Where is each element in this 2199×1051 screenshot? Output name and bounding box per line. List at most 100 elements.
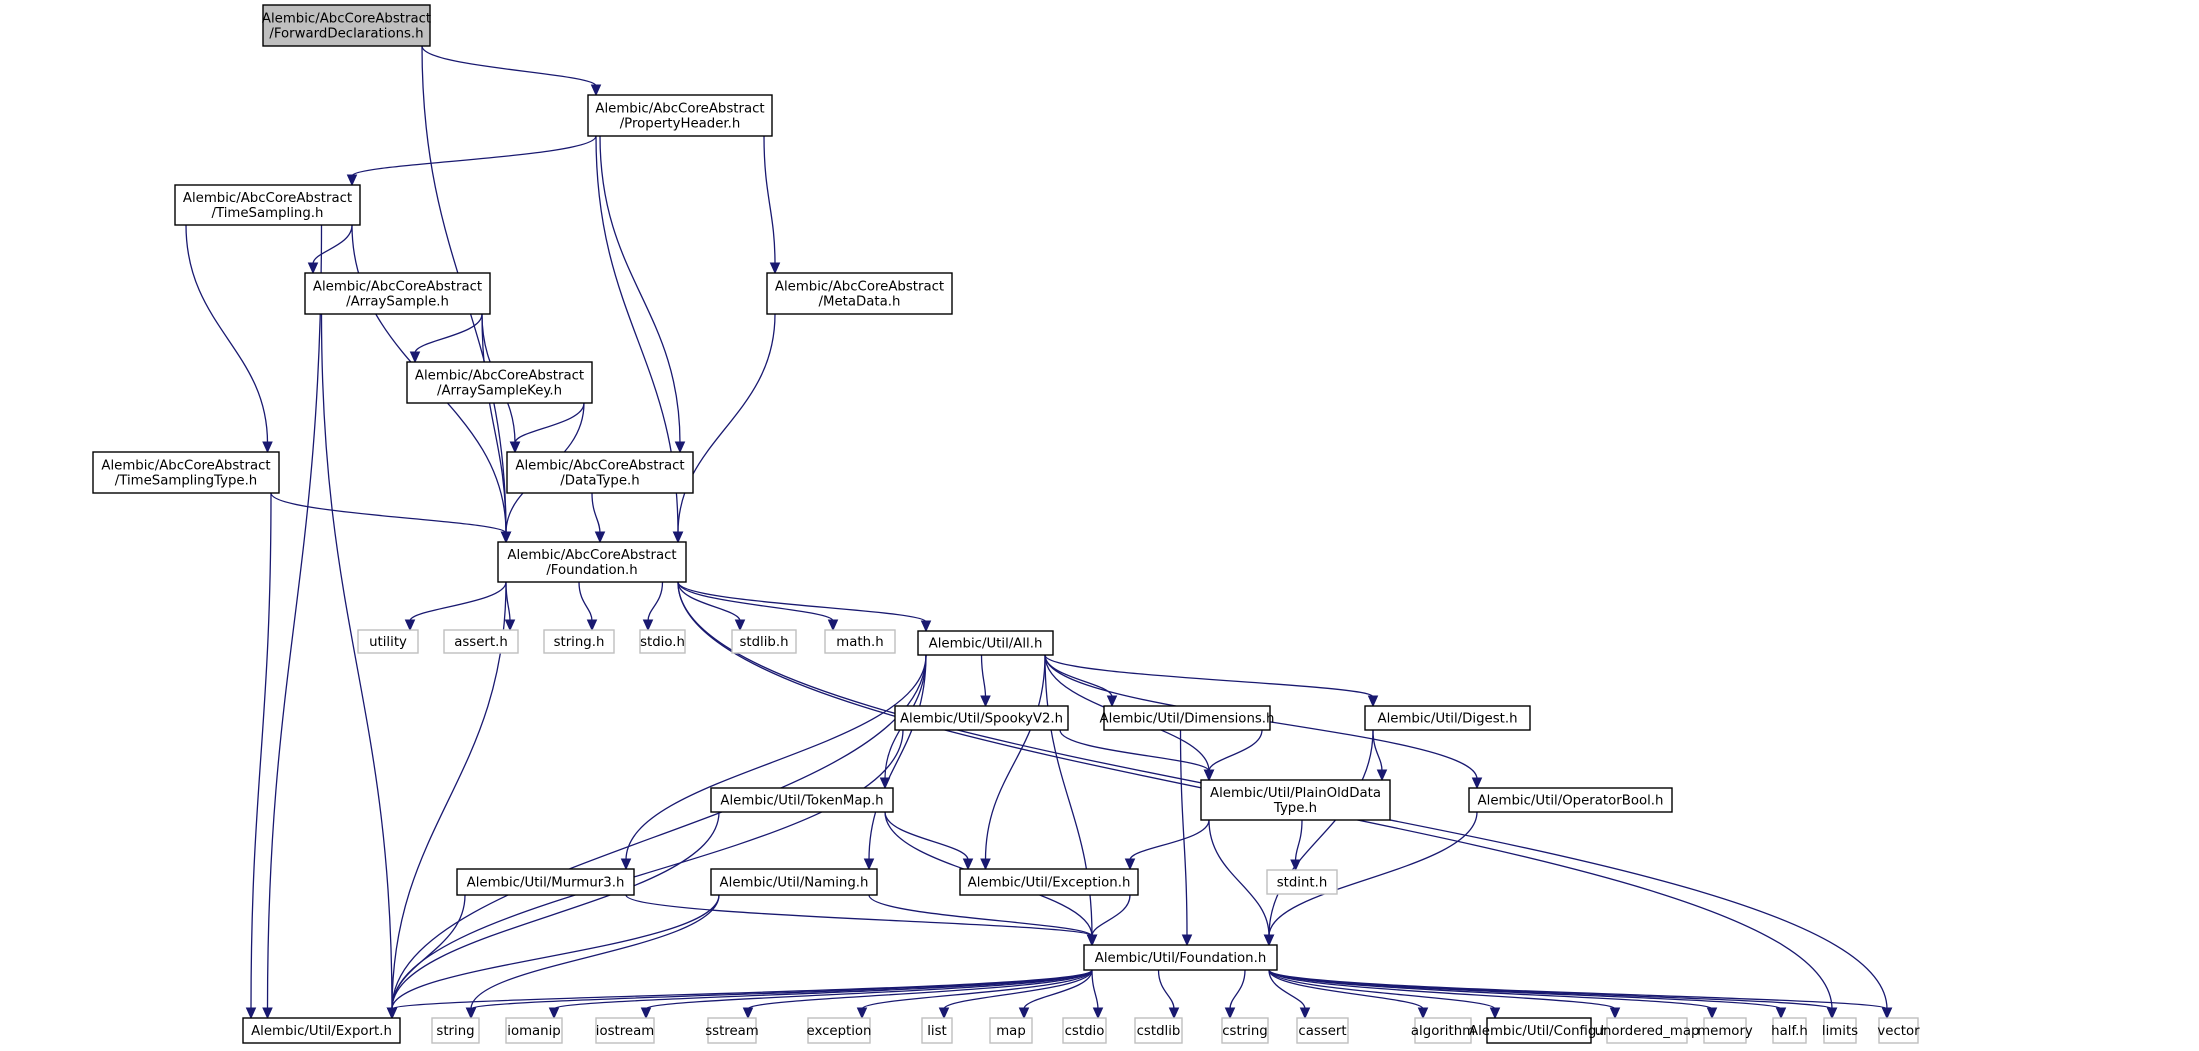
edge-pod-to-stdint: [1290, 819, 1303, 872]
node-spooky[interactable]: Alembic/Util/SpookyV2.h: [894, 705, 1069, 731]
edge-uf-to-cstring: [1224, 969, 1246, 1020]
edge-uf-to-list: [938, 969, 1093, 1020]
node-tst[interactable]: Alembic/AbcCoreAbstract/TimeSamplingType…: [92, 451, 280, 494]
node-box: [431, 1017, 480, 1044]
node-box: [894, 705, 1069, 731]
node-label: iomanip: [507, 1024, 561, 1039]
node-box: [587, 94, 773, 137]
node-naming[interactable]: Alembic/Util/Naming.h: [710, 868, 878, 896]
node-label: Alembic/Util/Foundation.h: [1095, 951, 1267, 966]
edge-all-to-naming: [863, 654, 927, 871]
edge-line: [984, 654, 1046, 861]
edge-line: [1268, 969, 1888, 1010]
edge-line: [677, 581, 927, 623]
arrowhead-icon: [1290, 859, 1301, 872]
arrowhead-icon: [620, 858, 632, 871]
node-digest[interactable]: Alembic/Util/Digest.h: [1364, 705, 1531, 731]
node-label: half.h: [1771, 1024, 1808, 1039]
arrowhead-icon: [962, 858, 974, 871]
node-ask[interactable]: Alembic/AbcCoreAbstract/ArraySampleKey.h: [406, 361, 593, 404]
edge-ask-to-dt: [509, 402, 585, 454]
node-md[interactable]: Alembic/AbcCoreAbstract/MetaData.h: [766, 272, 953, 315]
node-config[interactable]: Alembic/Util/Config.h: [1469, 1017, 1609, 1044]
edge-line: [185, 224, 269, 444]
node-label: Alembic/AbcCoreAbstract: [515, 459, 684, 474]
edge-murmur-to-uf: [625, 894, 1098, 947]
node-box: [1364, 705, 1531, 731]
edge-line: [312, 224, 353, 265]
edge-uf-to-cstdlib: [1157, 969, 1180, 1020]
node-cstring: cstring: [1221, 1017, 1269, 1044]
edge-line: [470, 969, 1093, 1010]
node-label: /PropertyHeader.h: [620, 117, 741, 132]
node-dim[interactable]: Alembic/Util/Dimensions.h: [1100, 705, 1275, 731]
arrowhead-icon: [1609, 1007, 1621, 1020]
edge-ts-to-export: [262, 224, 323, 1020]
edge-line: [884, 811, 969, 861]
node-dt[interactable]: Alembic/AbcCoreAbstract/DataType.h: [506, 451, 694, 494]
arrowhead-icon: [640, 1007, 652, 1020]
edge-line: [481, 313, 507, 534]
edge-tokenmap-to-export: [386, 811, 720, 1020]
node-box: [1414, 1017, 1472, 1044]
edge-all-to-uf: [1044, 654, 1098, 947]
edge-exception-to-uf: [1086, 894, 1131, 947]
node-murmur[interactable]: Alembic/Util/Murmur3.h: [456, 868, 635, 896]
node-opbool[interactable]: Alembic/Util/OperatorBool.h: [1468, 787, 1673, 813]
node-label: limits: [1822, 1024, 1858, 1039]
edge-uf-to-cstdio: [1091, 969, 1104, 1020]
edge-line: [1268, 729, 1374, 937]
node-box: [262, 4, 431, 47]
node-label: Alembic/Util/OperatorBool.h: [1478, 794, 1664, 809]
node-box: [1083, 944, 1278, 971]
node-uf[interactable]: Alembic/Util/Foundation.h: [1083, 944, 1278, 971]
edge-line: [421, 45, 597, 87]
edge-tst-to-export: [245, 492, 272, 1020]
node-box: [1134, 1017, 1183, 1044]
edge-as-to-export: [320, 313, 398, 1020]
node-label: cstdlib: [1137, 1024, 1181, 1039]
edge-line: [868, 894, 1093, 937]
node-as[interactable]: Alembic/AbcCoreAbstract/ArraySample.h: [304, 272, 491, 315]
arrowhead-icon: [1299, 1007, 1311, 1020]
edge-line: [861, 969, 1093, 1010]
node-string: string: [431, 1017, 480, 1044]
edge-line: [514, 402, 585, 444]
arrowhead-icon: [1092, 1007, 1104, 1020]
arrowhead-icon: [1489, 1007, 1501, 1020]
edge-acf-to-stdlib: [677, 581, 746, 632]
node-fwd[interactable]: Alembic/AbcCoreAbstract/ForwardDeclarati…: [262, 4, 431, 47]
edge-line: [1294, 819, 1303, 862]
node-label: exception: [807, 1024, 872, 1039]
arrowhead-icon: [1417, 1007, 1429, 1020]
node-map: map: [989, 1017, 1033, 1044]
node-box: [406, 361, 593, 404]
arrowhead-icon: [1168, 1007, 1180, 1020]
node-label: /MetaData.h: [819, 295, 901, 310]
node-box: [443, 629, 519, 654]
edge-uf-to-map: [1018, 969, 1093, 1020]
node-acf[interactable]: Alembic/AbcCoreAbstract/Foundation.h: [497, 541, 687, 583]
arrowhead-icon: [262, 441, 273, 454]
node-export[interactable]: Alembic/Util/Export.h: [242, 1017, 401, 1044]
edge-line: [1157, 969, 1175, 1010]
node-box: [989, 1017, 1033, 1044]
edge-acf-to-stringh: [578, 581, 598, 632]
node-tokenmap[interactable]: Alembic/Util/TokenMap.h: [710, 787, 894, 813]
arrowhead-icon: [509, 441, 521, 454]
node-label: Alembic/AbcCoreAbstract: [415, 369, 584, 384]
node-label: unordered_map: [1595, 1024, 1700, 1039]
node-prop[interactable]: Alembic/AbcCoreAbstract/PropertyHeader.h: [587, 94, 773, 137]
node-label: stdio.h: [640, 635, 685, 650]
node-ts[interactable]: Alembic/AbcCoreAbstract/TimeSampling.h: [174, 184, 361, 226]
node-exception[interactable]: Alembic/Util/Exception.h: [959, 868, 1139, 896]
node-box: [917, 630, 1054, 656]
edge-line: [747, 969, 1093, 1010]
node-umap: unordered_map: [1595, 1017, 1700, 1044]
arrowhead-icon: [672, 531, 684, 544]
edge-uf-to-memory: [1268, 969, 1718, 1020]
node-algorithm: algorithm: [1411, 1017, 1475, 1044]
node-label: Alembic/Util/Config.h: [1469, 1024, 1609, 1039]
node-all[interactable]: Alembic/Util/All.h: [917, 630, 1054, 656]
